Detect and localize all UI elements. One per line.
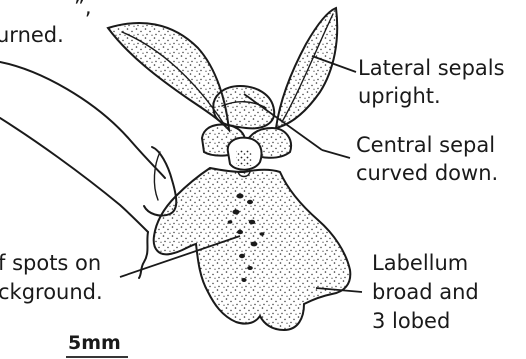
leader-central-sepal-2 <box>322 150 350 158</box>
label-labellum-2: broad and <box>372 280 479 304</box>
ovary-stem <box>0 62 176 278</box>
label-lateral-sepals-1: Lateral sepals <box>358 56 505 80</box>
scale-bar-label: 5mm <box>68 332 121 354</box>
label-top-left-1: ”, <box>74 0 92 19</box>
label-lateral-sepals-2: upright. <box>358 84 441 108</box>
left-lateral-sepal <box>108 23 229 130</box>
label-central-sepal-2: curved down. <box>356 161 498 185</box>
label-top-left-2: urned. <box>0 23 64 47</box>
label-spots-1: f spots on <box>0 251 101 275</box>
label-spots-2: ckground. <box>0 280 103 304</box>
label-central-sepal-1: Central sepal <box>356 133 495 157</box>
right-lateral-sepal <box>276 8 337 128</box>
label-labellum-3: 3 lobed <box>372 309 450 333</box>
labellum <box>154 168 351 330</box>
label-labellum-1: Labellum <box>372 251 468 275</box>
central-sepal <box>213 86 274 128</box>
scale-bar: 5mm <box>66 332 128 357</box>
